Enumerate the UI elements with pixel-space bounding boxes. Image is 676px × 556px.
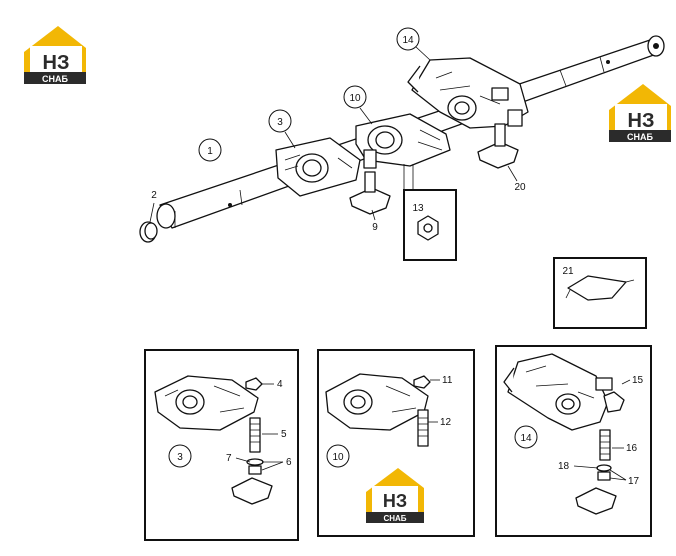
svg-text:3: 3 xyxy=(277,117,283,128)
part-21-inset xyxy=(553,257,647,329)
logo-subtitle: СНАБ xyxy=(627,132,653,142)
callout-14: 14 xyxy=(396,27,431,61)
callout-2: 2 xyxy=(149,190,157,223)
callout-12: 12 xyxy=(440,417,452,428)
logo-letters: НЗ xyxy=(628,110,655,132)
svg-text:1: 1 xyxy=(207,146,213,157)
callout-18: 18 xyxy=(558,461,570,472)
shaft-plug xyxy=(139,221,158,243)
logo-right: НЗ СНАБ xyxy=(609,84,671,142)
callout-3: 3 xyxy=(177,452,183,463)
rocker-arm-3 xyxy=(275,137,361,197)
svg-text:9: 9 xyxy=(372,222,378,233)
callout-17: 17 xyxy=(628,476,640,487)
callout-9: 9 xyxy=(371,209,378,233)
callout-14: 14 xyxy=(520,433,532,444)
main-assembly xyxy=(139,35,665,329)
callout-15: 15 xyxy=(632,375,644,386)
logo-subtitle: СНАБ xyxy=(42,74,68,84)
callout-21: 21 xyxy=(562,266,574,277)
callout-1: 1 xyxy=(198,138,222,162)
detail-box-arm-3: 3 4 5 7 6 xyxy=(144,349,299,541)
callout-16: 16 xyxy=(626,443,638,454)
part-13-inset xyxy=(403,164,457,261)
callout-10: 10 xyxy=(332,452,344,463)
callout-11: 11 xyxy=(442,375,453,386)
svg-text:14: 14 xyxy=(402,35,414,46)
svg-text:21: 21 xyxy=(562,266,574,277)
callout-10: 10 xyxy=(343,85,373,125)
callout-7: 7 xyxy=(226,453,232,464)
callout-6: 6 xyxy=(286,457,292,468)
svg-text:2: 2 xyxy=(151,190,157,201)
callout-13: 13 xyxy=(412,203,424,214)
valve-adjuster-20 xyxy=(477,123,519,169)
logo-center: НЗ СНАБ xyxy=(366,468,424,523)
logo-top-left: НЗ СНАБ xyxy=(24,26,86,84)
rocker-arm-14 xyxy=(407,57,529,129)
rocker-arm-10 xyxy=(355,113,451,169)
callout-20: 20 xyxy=(507,165,526,193)
svg-text:20: 20 xyxy=(514,182,526,193)
logo-letters: НЗ xyxy=(43,52,70,74)
logo-letters: НЗ xyxy=(383,491,407,511)
callout-4: 4 xyxy=(277,379,283,390)
svg-text:10: 10 xyxy=(349,93,361,104)
detail-box-arm-14: 14 15 16 18 17 xyxy=(495,345,652,537)
svg-text:13: 13 xyxy=(412,203,424,214)
valve-adjuster-9 xyxy=(349,171,391,215)
logo-subtitle: СНАБ xyxy=(383,514,406,523)
callout-3: 3 xyxy=(268,109,296,149)
callout-5: 5 xyxy=(281,429,287,440)
detail-box-arm-10: 10 11 12 НЗ СНАБ xyxy=(317,349,475,537)
